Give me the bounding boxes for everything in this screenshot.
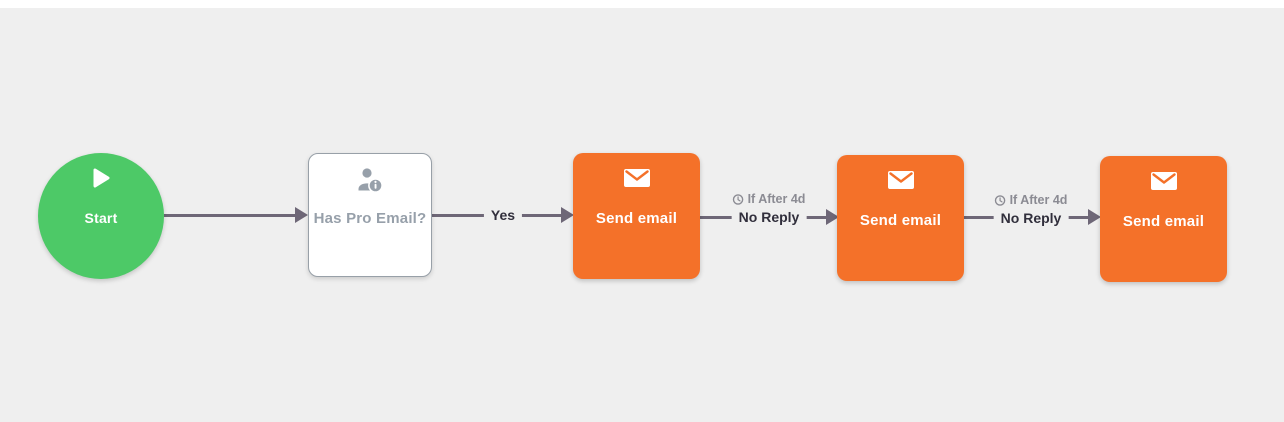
email-node-label: Send email	[859, 212, 942, 229]
envelope-icon	[887, 171, 914, 189]
connector-start-to-condition	[164, 214, 296, 217]
envelope-icon	[623, 169, 650, 187]
wait-condition-label[interactable]: If After 4d	[732, 192, 806, 206]
start-node-label: Start	[84, 210, 118, 226]
node-send-email-1[interactable]: Send email	[573, 153, 700, 279]
node-condition-has-pro-email[interactable]: Has Pro Email?	[308, 153, 432, 277]
node-send-email-2[interactable]: Send email	[837, 155, 964, 281]
email-node-label: Send email	[1122, 213, 1205, 230]
branch-label-no-reply[interactable]: No Reply	[993, 210, 1069, 226]
arrowhead-icon	[1088, 209, 1101, 225]
top-white-strip	[0, 0, 1284, 8]
arrowhead-icon	[295, 207, 308, 223]
wait-label-text: If After 4d	[1009, 193, 1068, 207]
clock-icon	[732, 193, 744, 205]
branch-label-yes[interactable]: Yes	[483, 207, 523, 223]
branch-label-no-reply[interactable]: No Reply	[731, 209, 807, 225]
contact-info-icon	[354, 165, 386, 197]
arrowhead-icon	[826, 209, 839, 225]
email-node-label: Send email	[595, 210, 678, 227]
wait-label-text: If After 4d	[747, 192, 806, 206]
wait-condition-label[interactable]: If After 4d	[994, 193, 1068, 207]
condition-node-label: Has Pro Email?	[313, 210, 427, 227]
play-icon	[91, 167, 111, 189]
arrowhead-icon	[561, 207, 574, 223]
node-send-email-3[interactable]: Send email	[1100, 156, 1227, 282]
node-start[interactable]: Start	[38, 153, 164, 279]
clock-icon	[994, 194, 1006, 206]
envelope-icon	[1150, 172, 1177, 190]
